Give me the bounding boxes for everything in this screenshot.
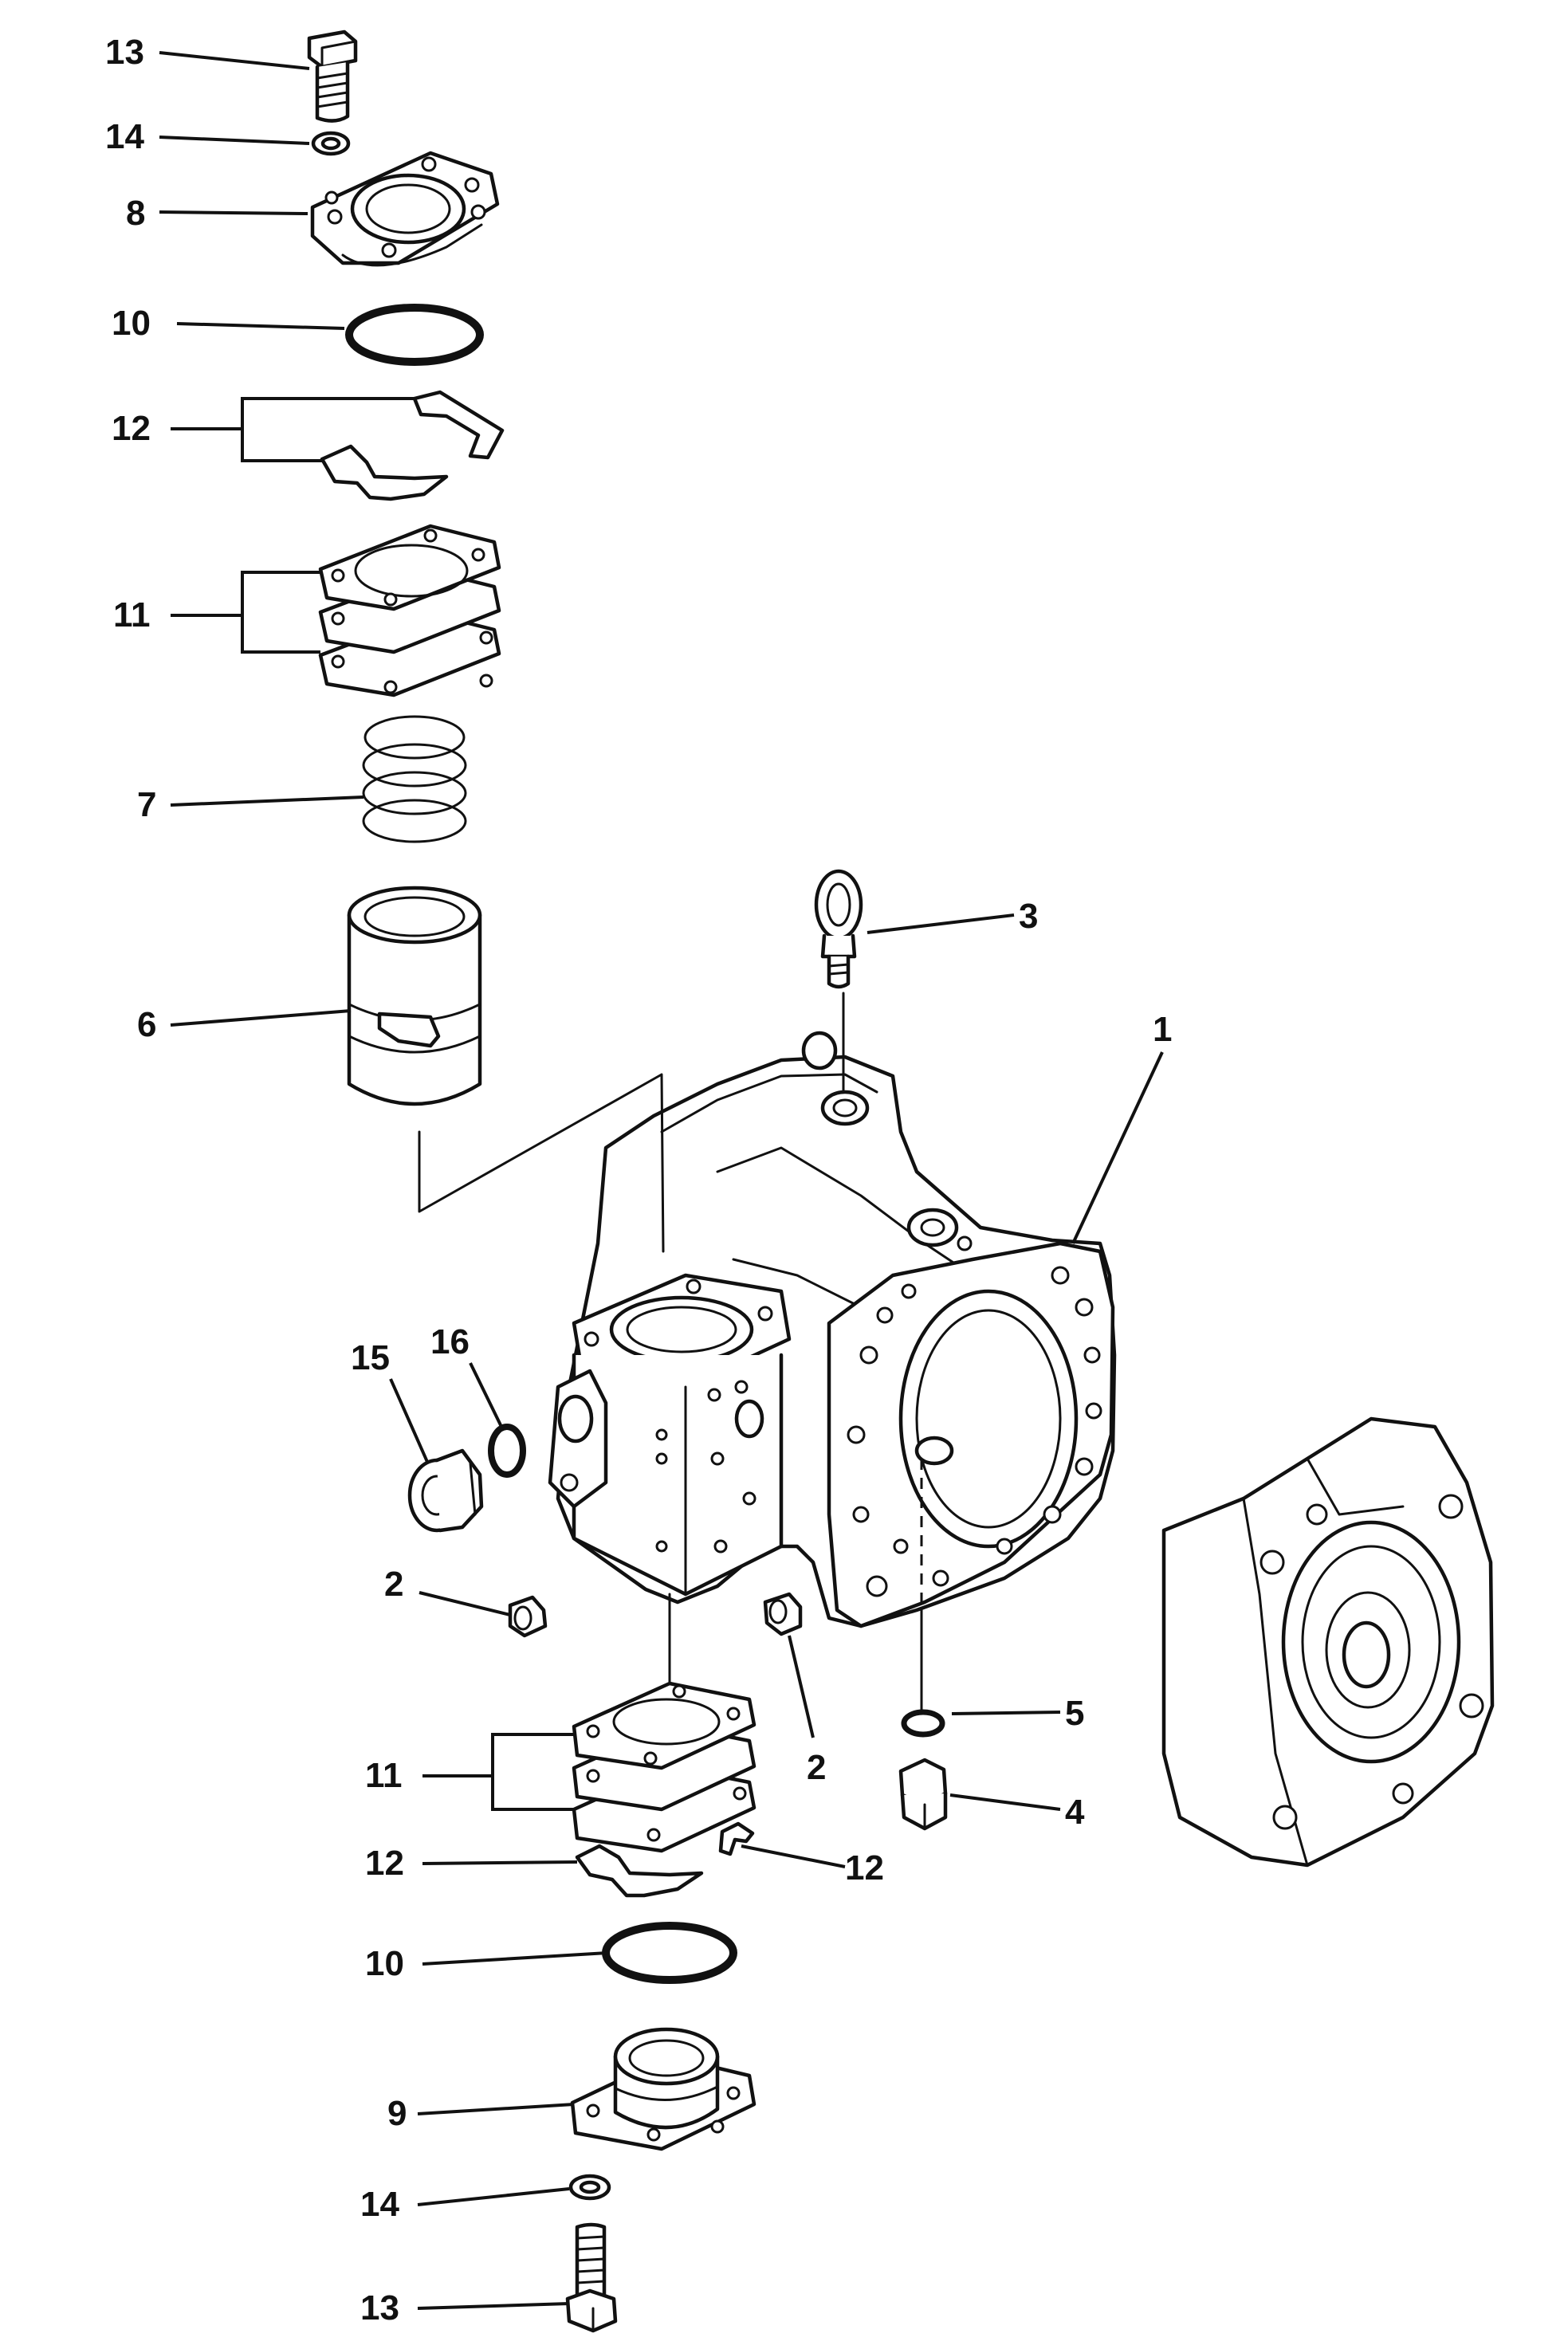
part-6-sleeve (347, 886, 482, 1106)
part-end-cover-right (1161, 1416, 1495, 1868)
part-14-washer-bottom (568, 2174, 611, 2201)
part-15-plug (407, 1448, 484, 1533)
callout-4: 4 (1065, 1793, 1085, 1832)
callout-12: 12 (112, 409, 151, 448)
part-14-washer-top (311, 131, 351, 156)
part-12-shim-bottom-left (575, 1844, 704, 1898)
part-12-shims-top (320, 390, 505, 501)
part-13-bolt-top (307, 29, 358, 123)
leader-lines (159, 51, 1164, 2310)
callout-2: 2 (384, 1565, 403, 1604)
callout-13: 13 (105, 33, 144, 72)
assembly-center-lines (418, 992, 923, 1712)
callout-11: 11 (365, 1756, 403, 1795)
callout-1: 1 (1153, 1010, 1172, 1049)
part-11-gaskets-top (318, 524, 501, 697)
part-10-oring-bottom (602, 1922, 737, 1984)
part-13-bolt-bottom (565, 2222, 618, 2333)
callout-15: 15 (351, 1338, 390, 1377)
part-16-oring (488, 1424, 526, 1478)
callout-12: 12 (365, 1844, 404, 1883)
callout-9: 9 (387, 2094, 407, 2133)
part-12-shim-bottom-right (718, 1821, 755, 1856)
part-11-gaskets-bottom (572, 1681, 756, 1853)
part-2-plug-right (763, 1592, 803, 1636)
part-3-eyebolt (814, 869, 863, 989)
part-5-oring (901, 1709, 945, 1738)
callout-numbers: 13 14 8 10 12 11 7 6 3 1 16 15 2 2 5 4 1… (105, 33, 1172, 2327)
callout-12: 12 (845, 1848, 884, 1887)
callout-2: 2 (807, 1748, 826, 1787)
part-2-plug-left (508, 1595, 548, 1638)
callout-11: 11 (113, 595, 151, 634)
callout-10: 10 (365, 1944, 404, 1983)
part-4-plug (898, 1758, 948, 1831)
callout-14: 14 (360, 2185, 399, 2224)
part-10-oring-top (345, 304, 484, 366)
callout-13: 13 (360, 2288, 399, 2327)
callout-3: 3 (1019, 897, 1038, 936)
part-8-cover-top (310, 151, 500, 267)
callout-5: 5 (1065, 1694, 1084, 1733)
part-9-cover-bottom (570, 2027, 756, 2151)
part-1-housing (548, 1031, 1117, 1628)
callout-16: 16 (430, 1322, 470, 1361)
part-7-spring (362, 715, 467, 843)
callout-10: 10 (112, 304, 151, 343)
callout-14: 14 (105, 117, 144, 156)
callout-6: 6 (137, 1005, 156, 1044)
callout-7: 7 (137, 785, 156, 824)
callout-8: 8 (126, 194, 145, 233)
